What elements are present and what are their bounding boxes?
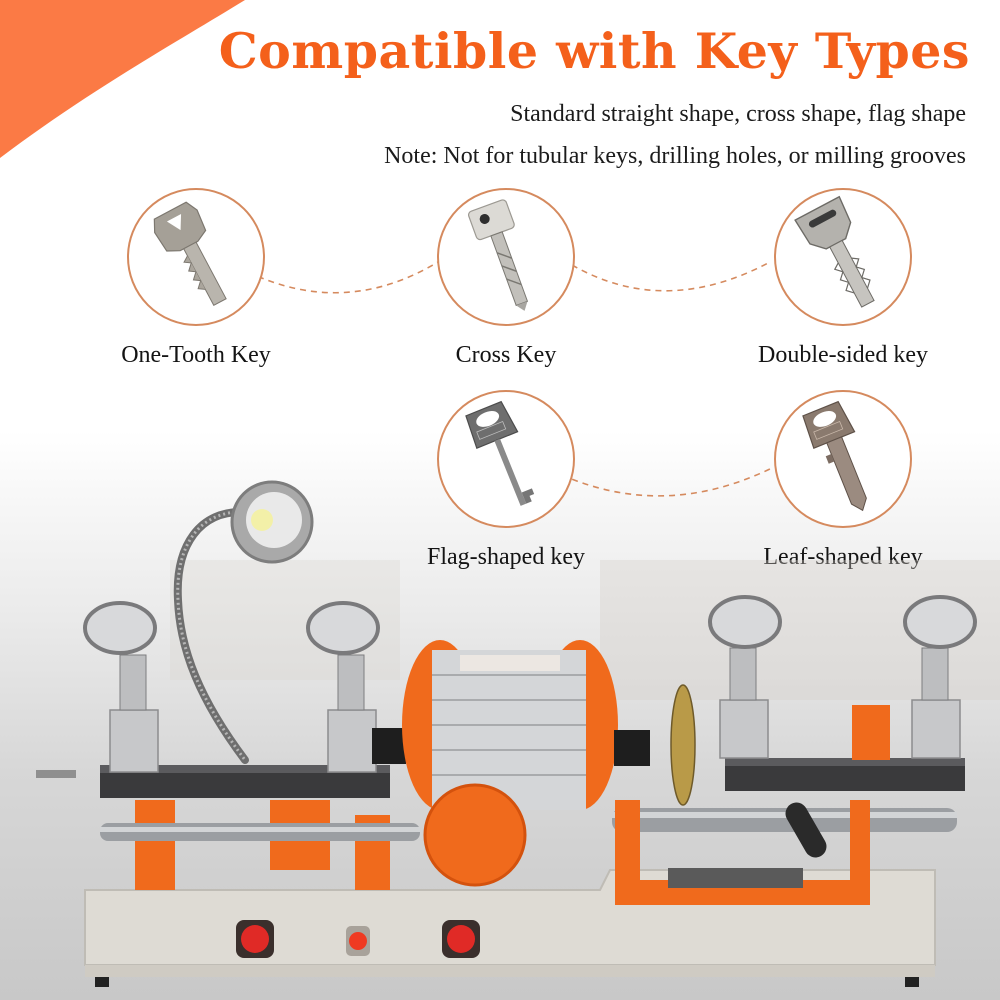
double-sided-key-icon (794, 195, 875, 308)
subtitle-note: Note: Not for tubular keys, drilling hol… (384, 143, 966, 169)
key-image-circle (127, 188, 265, 326)
key-type-flag-shaped: Flag-shaped key (386, 390, 626, 571)
motor (372, 640, 650, 887)
power-switch-left[interactable] (236, 920, 274, 958)
key-type-leaf-shaped: Leaf-shaped key (723, 390, 963, 571)
key-image-circle (774, 390, 912, 528)
cross-key-icon (467, 199, 529, 311)
subtitle-shapes: Standard straight shape, cross shape, fl… (510, 101, 966, 127)
key-label: One-Tooth Key (121, 342, 271, 368)
key-image-circle (437, 188, 575, 326)
gooseneck-lamp (173, 480, 314, 764)
one-tooth-key-icon (153, 201, 227, 306)
left-carriage (36, 601, 420, 890)
key-image-circle (774, 188, 912, 326)
cutter-blade (670, 684, 696, 806)
indicator-light (346, 926, 370, 956)
power-switch-right[interactable] (442, 920, 480, 958)
key-label: Double-sided key (758, 342, 928, 368)
key-type-double-sided: Double-sided key (723, 188, 963, 369)
key-image-circle (437, 390, 575, 528)
key-cutting-machine-illustration (36, 480, 1000, 987)
key-label: Leaf-shaped key (763, 544, 923, 570)
key-label: Cross Key (455, 342, 557, 368)
right-carriage (612, 595, 977, 905)
corner-accent-shape (0, 0, 245, 158)
key-label: Flag-shaped key (427, 544, 585, 570)
key-type-one-tooth: One-Tooth Key (76, 188, 316, 369)
key-type-cross: Cross Key (386, 188, 626, 369)
page-title: Compatible with Key Types (218, 22, 970, 80)
leaf-shaped-key-icon (802, 400, 867, 512)
flag-shaped-key-icon (465, 400, 535, 506)
